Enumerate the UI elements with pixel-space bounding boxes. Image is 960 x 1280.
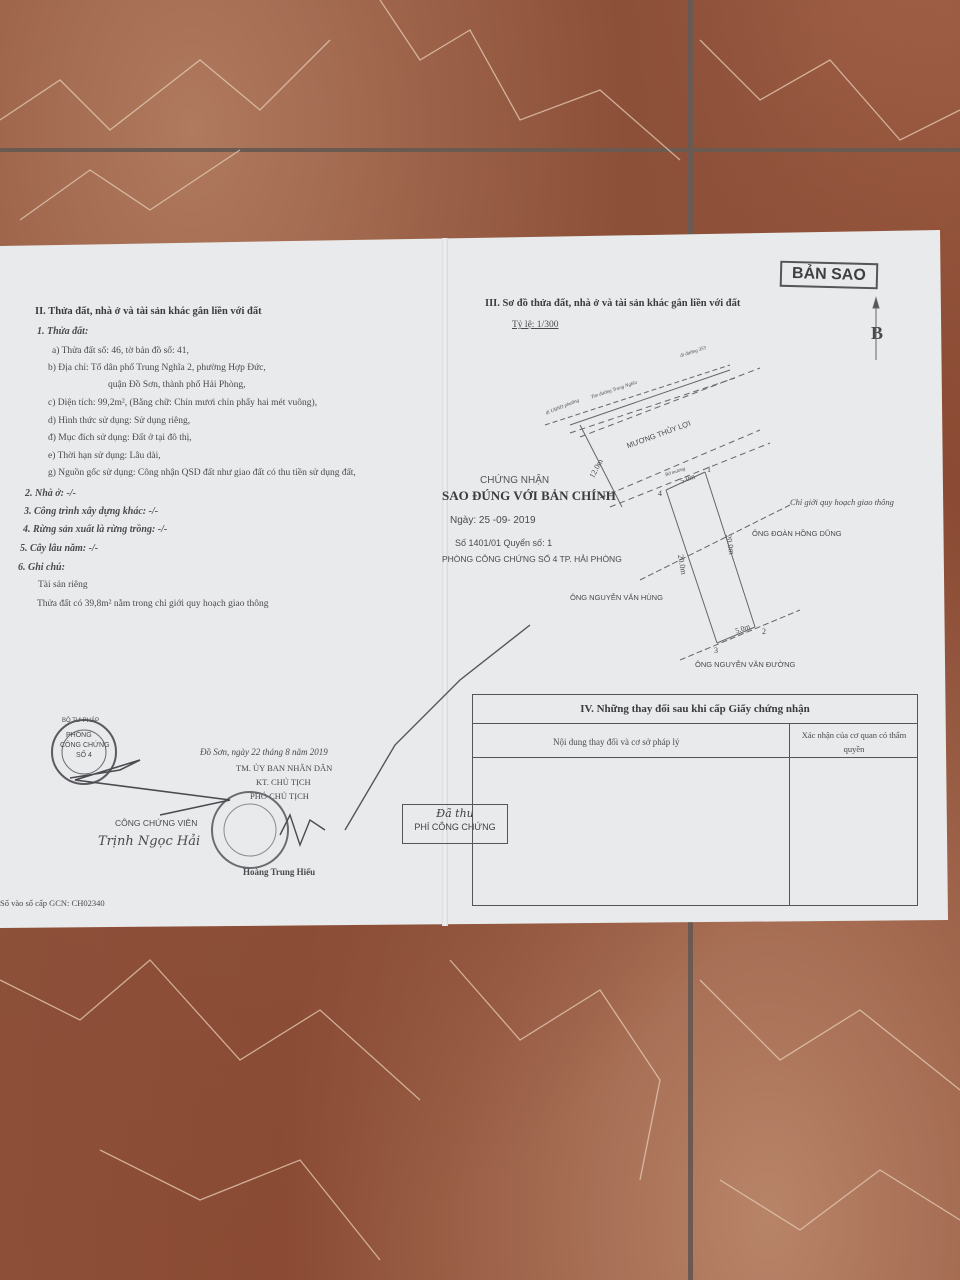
neighbor-south: ÔNG NGUYỄN VĂN ĐƯỜNG [695,660,796,669]
parcel-edge-bottom [716,626,756,644]
fee-stamp-line1: Đã thu [436,807,474,820]
seal-text: SỐ 4 [76,752,92,759]
subsection-land: 1. Thửa đất: [37,326,89,337]
chairman-signature [279,813,326,848]
notary-seal [51,719,117,785]
item-house: 2. Nhà ở: -/- [25,488,76,499]
point-1: 1 [707,465,711,474]
parcel-edge-left [665,489,718,644]
land-line: b) Địa chỉ: Tổ dân phố Trung Nghĩa 2, ph… [48,363,266,373]
item-forest: 4. Rừng sản xuất là rừng trồng: -/- [23,524,168,535]
diagram-scale: Tỷ lệ: 1/300 [512,320,559,330]
certify-book: Số 1401/01 Quyển số: 1 [455,538,553,548]
seal-text: PHÒNG [66,732,92,739]
land-line: e) Thời hạn sử dụng: Lâu dài, [48,451,161,461]
land-line: a) Thửa đất số: 46, tờ bản đồ số: 41, [52,346,189,356]
paper-fold [442,238,448,926]
land-line: đ) Mục đích sử dụng: Đất ở tại đô thị, [48,433,192,443]
signer-name: Hoàng Trung Hiếu [243,867,316,877]
registry-number: Số vào sổ cấp GCN: CH02340 [0,898,105,908]
column-header-confirmation: Xác nhận của cơ quan có thẩm quyền [801,730,907,754]
certify-date: Ngày: 25 -09- 2019 [450,515,536,526]
section2-title: II. Thửa đất, nhà ở và tài sản khác gắn … [35,306,262,317]
point-3: 3 [714,646,718,655]
item-other-works: 3. Công trình xây dựng khác: -/- [24,506,159,517]
land-line: g) Nguồn gốc sử dụng: Công nhận QSD đất … [48,468,356,478]
committee-seal [211,791,289,869]
parcel-edge-right [704,471,756,628]
notary-signature-stroke [69,759,231,816]
item-trees: 5. Cây lâu năm: -/- [20,543,99,554]
land-line: d) Hình thức sử dụng: Sử dụng riêng, [48,416,191,426]
point-4: 4 [658,489,662,498]
note-line: Tài sản riêng [38,580,88,590]
planning-line [639,504,791,581]
notary-label: CÔNG CHỨNG VIÊN [115,818,198,828]
seal-text: CÔNG CHỨNG [60,742,110,749]
column-header-content: Nội dung thay đổi và cơ sở pháp lý [553,737,680,747]
certify-office: PHÒNG CÔNG CHỨNG SỐ 4 TP. HẢI PHÒNG [442,554,622,564]
fee-stamp-line2: PHÍ CÔNG CHỨNG [414,822,496,832]
certify-line1: CHỨNG NHẬN [480,475,550,486]
north-label: B [871,323,884,343]
signer-line: TM. ỦY BAN NHÂN DÂN [236,763,333,773]
pen-line [344,624,531,831]
note-line: Thửa đất có 39,8m² nằm trong chỉ giới qu… [37,599,269,609]
certify-line2: SAO ĐÚNG VỚI BẢN CHÍNH [442,488,616,503]
issue-date: Đồ Sơn, ngày 22 tháng 8 năm 2019 [200,747,328,757]
seal-text: BỘ TƯ PHÁP [62,718,100,724]
planning-label: Chỉ giới quy hoạch giao thông [790,497,894,507]
land-line: quận Đồ Sơn, thành phố Hải Phòng, [108,380,246,390]
signer-line: PHÓ CHỦ TỊCH [250,791,309,801]
notary-signature: Trịnh Ngọc Hải [98,834,201,849]
section3-title: III. Sơ đồ thửa đất, nhà ở và tài sản kh… [485,298,741,309]
point-2: 2 [762,627,766,636]
changes-table: IV. Những thay đổi sau khi cấp Giấy chứn… [472,694,918,906]
land-line: c) Diện tích: 99,2m², (Bằng chữ: Chín mư… [48,398,318,408]
changes-table-title: IV. Những thay đổi sau khi cấp Giấy chứn… [473,695,917,724]
neighbor-east: ÔNG ĐOÀN HỒNG DŨNG [752,529,842,538]
parcel-edge-top [665,471,706,491]
item-notes: 6. Ghi chú: [18,562,65,573]
fee-stamp: Đã thu PHÍ CÔNG CHỨNG [402,804,508,844]
signer-line: KT. CHỦ TỊCH [256,777,311,787]
neighbor-west: ÔNG NGUYỄN VĂN HÙNG [570,593,663,602]
